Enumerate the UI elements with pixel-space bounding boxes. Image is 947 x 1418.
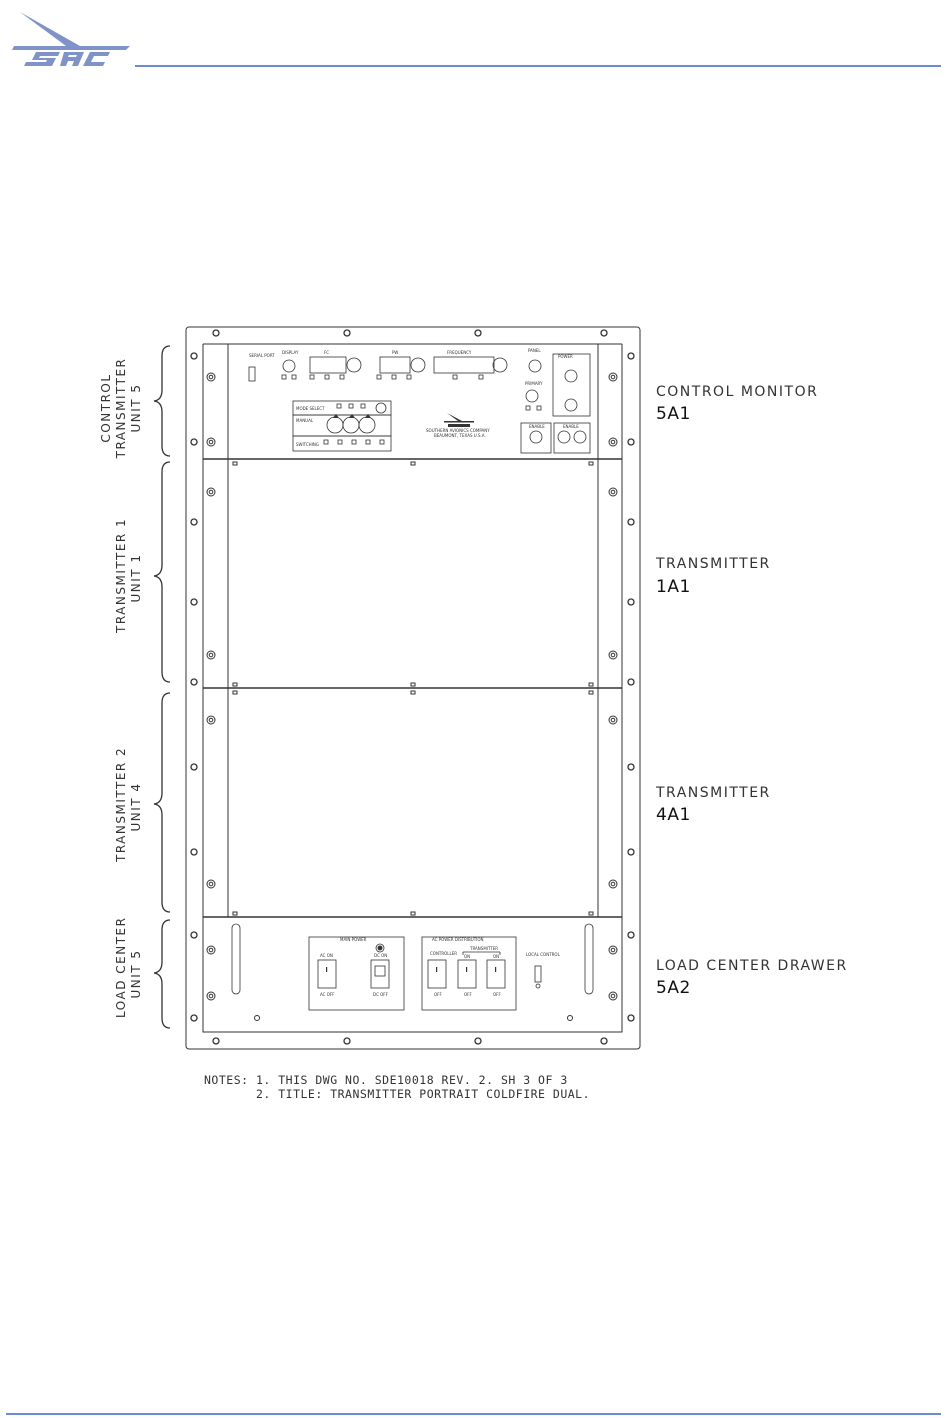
callout-code-1a1: 1A1	[656, 577, 691, 597]
dc-off-label: DC OFF	[373, 992, 389, 997]
callout-name-load-center-drawer: LOAD CENTER DRAWER	[656, 958, 848, 974]
display-select-label: DISPLAY	[282, 350, 299, 355]
primary-select-label: PRIMARY	[525, 381, 543, 386]
enable-a-label: ENABLE	[529, 424, 545, 429]
controller-off-label: OFF	[434, 992, 442, 997]
callout-name-control-monitor: CONTROL MONITOR	[656, 384, 819, 400]
tx1-on-label: ON	[464, 954, 470, 959]
serial-port-label: SERIAL PORT	[249, 353, 275, 358]
dc-on-label: DC ON	[374, 953, 387, 958]
callout-code-5a2: 5A2	[656, 978, 691, 998]
notes-line-1: NOTES: 1. THIS DWG NO. SDE10018 REV. 2. …	[204, 1073, 568, 1087]
ac-on-label: AC ON	[320, 953, 333, 958]
mode-select-label: MODE SELECT	[296, 406, 325, 411]
callout-code-5a1: 5A1	[656, 404, 691, 424]
callout-name-transmitter-2: TRANSMITTER	[656, 785, 771, 801]
transmitter-label: TRANSMITTER	[469, 946, 498, 951]
power-select-label: POWER	[558, 354, 573, 359]
fc-label: FC	[324, 350, 329, 355]
side-label-transmitter-2: TRANSMITTER 2 UNIT 4	[114, 746, 143, 862]
side-label-transmitter-1: TRANSMITTER 1 UNIT 1	[114, 517, 143, 633]
ac-power-distribution-label: AC POWER DISTRIBUTION	[432, 937, 483, 942]
switching-label: SWITCHING	[296, 442, 319, 447]
local-control-port-label: LOCAL CONTROL	[526, 952, 561, 957]
footer-rule	[6, 1413, 941, 1415]
callout-code-4a1: 4A1	[656, 805, 691, 825]
callout-name-transmitter-1: TRANSMITTER	[656, 556, 771, 572]
company-name: SOUTHERN AVIONICS COMPANY	[426, 428, 490, 433]
header-rule	[135, 65, 941, 67]
tx2-on-label: ON	[493, 954, 499, 959]
manual-ch-select-label: MANUAL	[296, 418, 314, 423]
controller-label: CONTROLLER	[430, 951, 457, 956]
ac-off-label: AC OFF	[320, 992, 335, 997]
pw-label: PW	[392, 350, 398, 355]
notes-line-2: 2. TITLE: TRANSMITTER PORTRAIT COLDFIRE …	[204, 1087, 591, 1101]
frequency-label: FREQUENCY	[447, 350, 472, 355]
side-label-control-transmitter: CONTROL TRANSMITTER UNIT 5	[99, 357, 143, 459]
main-power-label: MAIN POWER	[340, 937, 367, 942]
company-logo	[6, 8, 134, 70]
enable-b-label: ENABLE	[563, 424, 579, 429]
company-address: BEAUMONT, TEXAS U.S.A.	[434, 433, 486, 438]
side-label-load-center: LOAD CENTER UNIT 5	[114, 916, 143, 1018]
tx1-off-label: OFF	[464, 992, 472, 997]
tx2-off-label: OFF	[493, 992, 501, 997]
panel-test-label: PANEL	[528, 348, 541, 353]
